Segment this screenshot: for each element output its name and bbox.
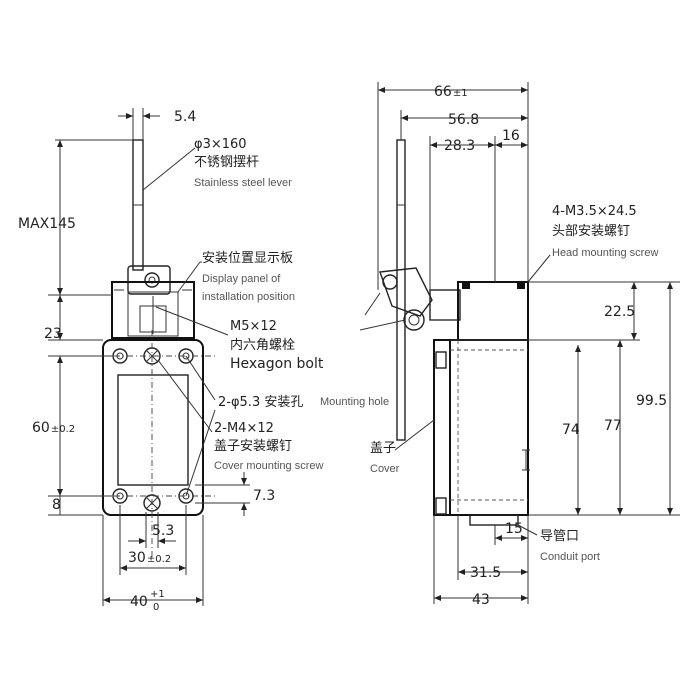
head-screw-cn: 头部安装螺钉 [552, 224, 630, 239]
conduit-port [469, 514, 519, 526]
head-screw-spec: 4-M3.5×24.5 [552, 204, 637, 219]
body-window [117, 374, 189, 486]
side-callouts: 4-M3.5×24.5 头部安装螺钉 Head mounting screw 盖… [370, 204, 658, 563]
dim-15: 15 [505, 521, 523, 537]
lever-name-cn: 不锈钢摆杆 [194, 155, 259, 170]
mounting-hole-en: Mounting hole [320, 396, 389, 408]
dim-40-tol-up: +1 [150, 589, 165, 600]
dim-43: 43 [472, 592, 490, 608]
cover-cn: 盖子 [370, 441, 396, 456]
display-panel-en2: installation position [202, 291, 295, 303]
lever-name-en: Stainless steel lever [194, 177, 292, 189]
cover-screw-en: Cover mounting screw [214, 460, 323, 472]
hex-bolt-cn: 内六角螺栓 [230, 337, 295, 353]
dim-5-3: 5.3 [152, 523, 174, 539]
dim-8: 8 [52, 497, 61, 513]
dim-lever-width: 5.4 [174, 109, 196, 125]
cover-screw-cn: 盖子安装螺钉 [214, 439, 292, 454]
cover-screw-spec: 2-M4×12 [214, 421, 274, 436]
lever-hub [127, 265, 171, 295]
switch-body [102, 339, 204, 516]
side-hex-bolt [403, 309, 425, 331]
dim-74: 74 [562, 422, 580, 438]
side-view: 66±1 56.8 28.3 16 22.5 99.5 74 77 15 31.… [359, 82, 680, 608]
switch-head [111, 281, 195, 339]
cover-en: Cover [370, 463, 400, 475]
dim-22-5: 22.5 [604, 304, 635, 320]
mounting-hole-cn: 2-φ5.3 安装孔 [218, 395, 303, 410]
dim-28-3: 28.3 [444, 138, 475, 154]
dim-30: 30±0.2 [128, 550, 171, 566]
conduit-cn: 导管口 [540, 529, 579, 544]
dim-66: 66±1 [434, 84, 468, 100]
dim-23: 23 [44, 326, 62, 342]
side-head [457, 281, 529, 341]
side-lever-hub [379, 267, 433, 317]
dim-16: 16 [502, 128, 520, 144]
dim-7-3: 7.3 [253, 488, 275, 504]
side-body [449, 339, 529, 516]
display-panel-cn: 安装位置显示板 [202, 251, 293, 266]
front-view: 5.4 MAX145 23 [18, 108, 275, 613]
hex-bolt-spec: M5×12 [230, 319, 277, 334]
head-screw-en: Head mounting screw [552, 247, 658, 259]
front-callouts: φ3×160 不锈钢摆杆 Stainless steel lever 安装位置显… [194, 137, 389, 472]
conduit-en: Conduit port [540, 551, 600, 563]
side-lever [396, 139, 406, 441]
dim-77: 77 [604, 418, 622, 434]
dim-40: 40 [130, 594, 148, 610]
display-panel-en1: Display panel of [202, 273, 281, 285]
dim-max-height: MAX145 [18, 216, 76, 232]
dim-31-5: 31.5 [470, 565, 501, 581]
hex-bolt-en: Hexagon bolt [230, 356, 324, 372]
dim-99-5: 99.5 [636, 393, 667, 409]
lever-spec: φ3×160 [194, 137, 247, 152]
dim-40-tol-down: 0 [153, 602, 159, 613]
dim-56-8: 56.8 [448, 112, 479, 128]
dim-60: 60±0.2 [32, 420, 75, 436]
